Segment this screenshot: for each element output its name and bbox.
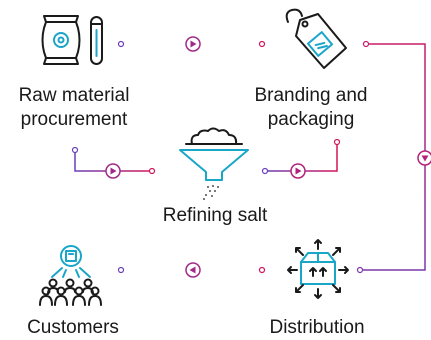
salt-bag-icon [41,15,103,65]
label-raw-material: Raw material procurement [4,84,144,132]
label-refining: Refining salt [145,204,285,228]
label-raw-material-line2: procurement [20,109,128,130]
customers-icon [39,245,102,306]
label-customers: Customers [8,316,138,340]
connector-raw-to-refining [71,146,156,179]
connector-distribution-to-customers [117,262,266,278]
label-raw-material-line1: Raw material [18,85,130,106]
connector-refining-to-branding [261,138,341,179]
label-customers-text: Customers [27,317,119,338]
price-tag-icon [285,8,347,69]
label-refining-text: Refining salt [162,205,268,226]
connector-raw-to-branding [117,36,266,52]
label-distribution-text: Distribution [269,317,365,338]
funnel-icon [179,127,249,200]
label-branding: Branding and packaging [246,84,376,132]
box-distribution-icon [287,239,349,299]
label-branding-line1: Branding and [254,85,368,106]
label-branding-line2: packaging [267,109,355,130]
connector-branding-to-distribution [356,40,431,274]
label-distribution: Distribution [252,316,382,340]
